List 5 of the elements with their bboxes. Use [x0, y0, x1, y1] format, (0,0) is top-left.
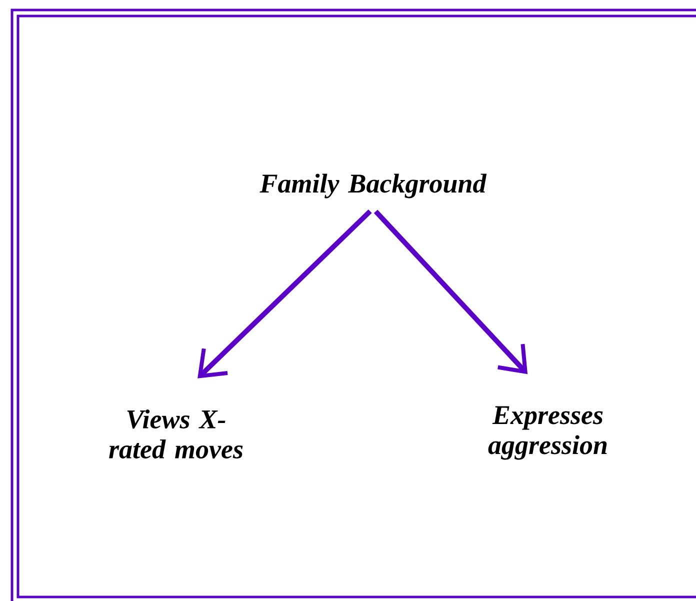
node-label: Views X-rated moves [109, 409, 243, 458]
arrow [374, 210, 528, 374]
node-label: Family Background [260, 174, 487, 198]
node-label: Expresses aggression [488, 406, 607, 460]
arrow [198, 209, 372, 378]
